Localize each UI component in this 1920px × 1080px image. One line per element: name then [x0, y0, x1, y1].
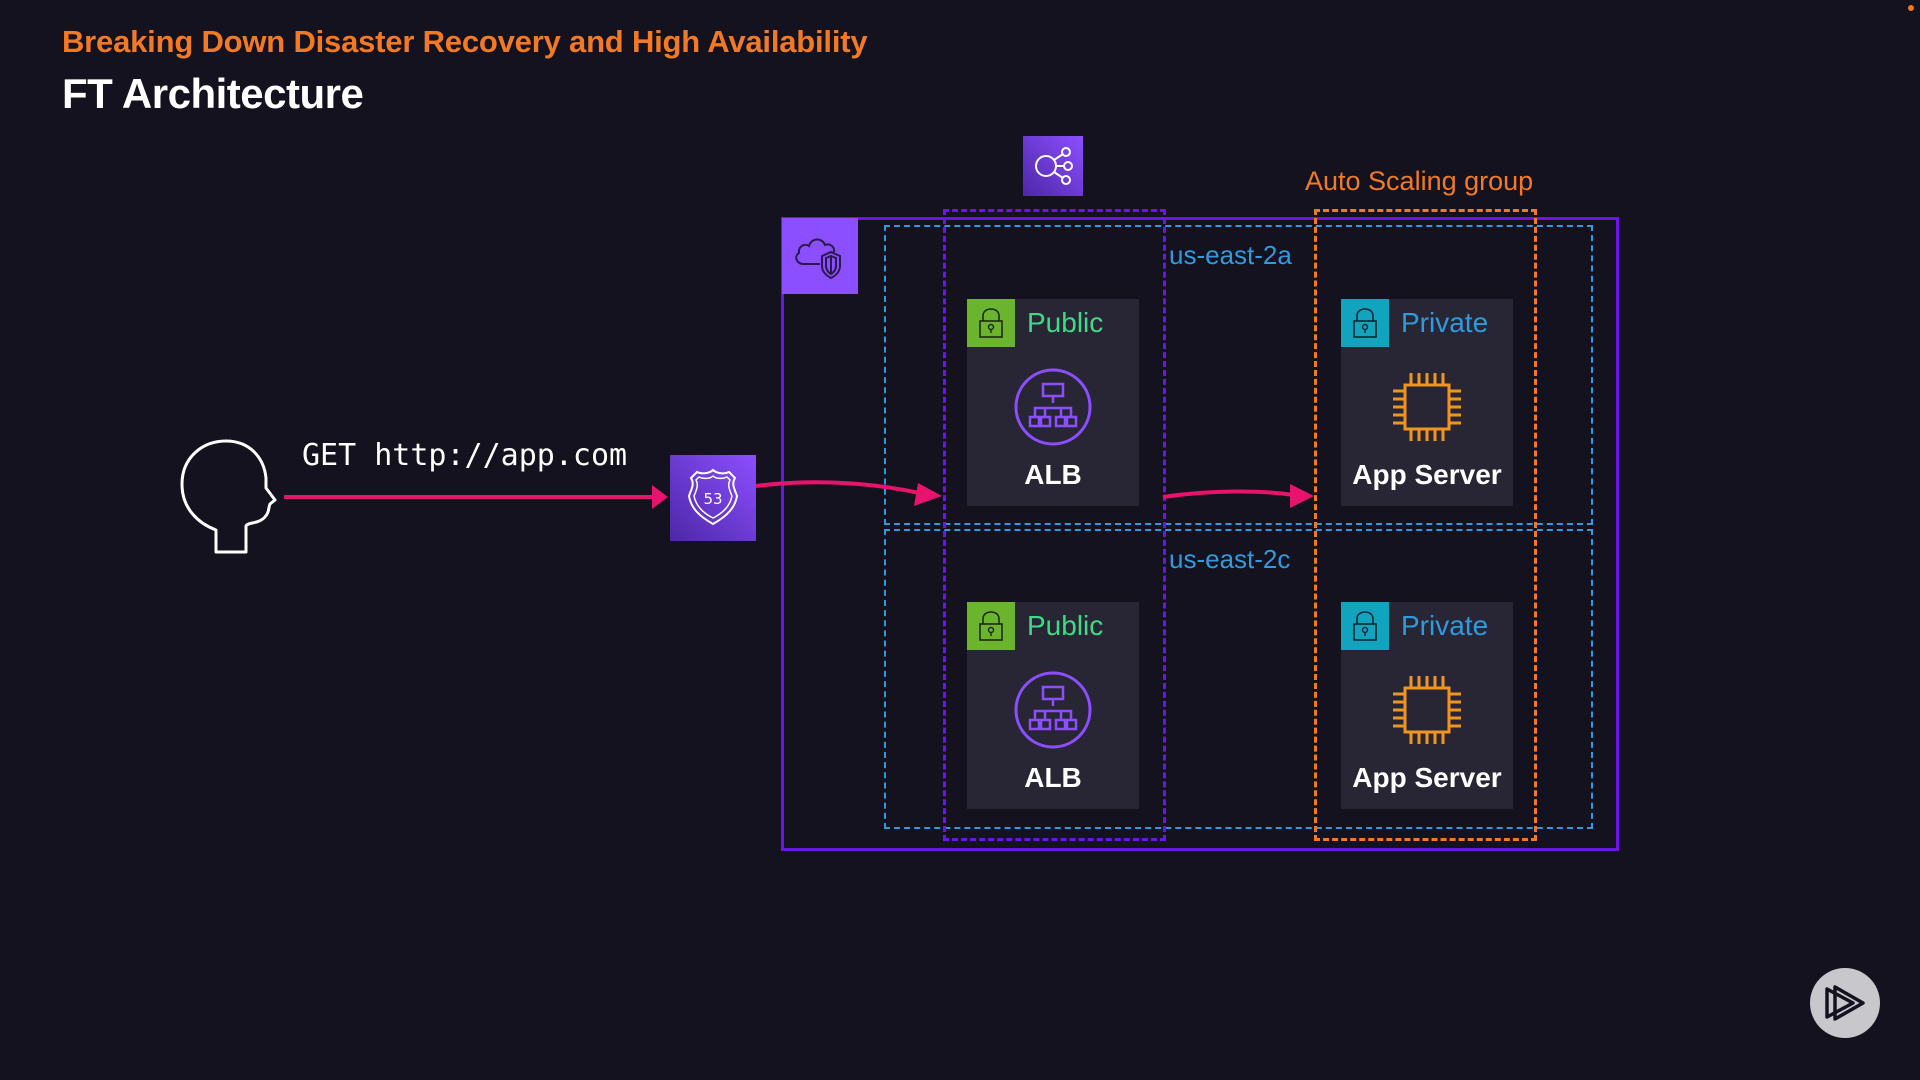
resource-name: ALB — [1024, 762, 1082, 793]
load-balancer-group — [943, 209, 1166, 841]
elastic-load-balancing-icon[interactable] — [1023, 136, 1083, 196]
auto-scaling-group-label: Auto Scaling group — [1305, 166, 1534, 196]
subnet-type-label: Private — [1401, 307, 1489, 338]
cloud-shield-icon — [795, 238, 841, 280]
vpc-boundary — [781, 217, 1619, 851]
private-subnet-card[interactable]: Private App Server — [1341, 299, 1513, 506]
load-balancer-icon — [1014, 671, 1092, 749]
resource-name: App Server — [1352, 459, 1502, 490]
public-subnet-card[interactable]: Public ALB — [967, 299, 1139, 506]
pluralsight-logo[interactable] — [1810, 968, 1880, 1038]
lock-icon — [967, 299, 1015, 347]
ec2-chip-icon — [1393, 373, 1461, 441]
availability-zone-a — [884, 225, 1593, 525]
lock-icon — [1341, 602, 1389, 650]
auto-scaling-group — [1314, 209, 1537, 841]
private-subnet-card[interactable]: Private App Server — [1341, 602, 1513, 809]
lock-icon — [1341, 299, 1389, 347]
route53-icon[interactable]: 53 — [670, 455, 756, 541]
route53-shield-icon: 53 — [687, 468, 739, 526]
az-label: us-east-2c — [1169, 544, 1291, 574]
availability-zone-c — [884, 529, 1593, 829]
slide-subtitle: Breaking Down Disaster Recovery and High… — [62, 24, 868, 59]
play-logo-icon — [1825, 985, 1865, 1021]
vpc-icon[interactable] — [782, 218, 858, 294]
elb-graph-icon — [1035, 147, 1073, 185]
ec2-chip-icon — [1393, 676, 1461, 744]
corner-indicator-dot — [1908, 5, 1914, 11]
request-label: GET http://app.com — [302, 438, 628, 473]
arrowhead — [652, 485, 668, 509]
subnet-type-label: Public — [1027, 307, 1104, 338]
resource-name: ALB — [1024, 459, 1082, 490]
load-balancer-icon — [1014, 368, 1092, 446]
user-head-icon — [180, 439, 277, 554]
subnet-type-label: Public — [1027, 610, 1104, 641]
slide-title: FT Architecture — [62, 70, 364, 117]
route53-number: 53 — [703, 490, 722, 508]
subnet-type-label: Private — [1401, 610, 1489, 641]
public-subnet-card[interactable]: Public ALB — [967, 602, 1139, 809]
resource-name: App Server — [1352, 762, 1502, 793]
az-label: us-east-2a — [1169, 240, 1292, 270]
lock-icon — [967, 602, 1015, 650]
